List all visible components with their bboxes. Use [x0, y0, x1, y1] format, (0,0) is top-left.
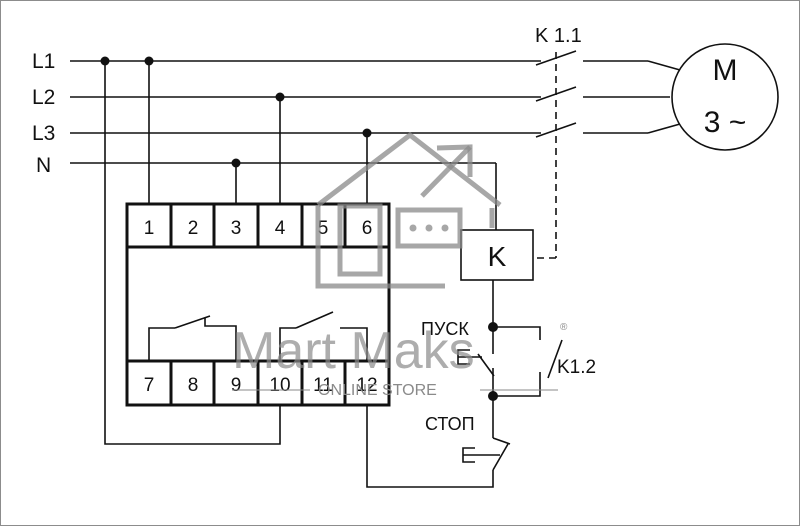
motor-circle [671, 43, 779, 151]
watermark-brand: Mart Maks [232, 322, 475, 380]
terminal-3: 3 [231, 218, 242, 239]
start-button-symbol [457, 349, 495, 377]
label-k1-2: K1.2 [557, 357, 596, 378]
terminal-5: 5 [318, 218, 329, 239]
motor-phase: 3 ~ [704, 106, 747, 139]
terminal-1: 1 [144, 218, 155, 239]
terminal-9: 9 [231, 375, 242, 396]
terminal-2: 2 [188, 218, 199, 239]
house-logo [315, 131, 502, 289]
terminal-8: 8 [188, 375, 199, 396]
coil-label: K [488, 241, 507, 272]
watermark-registered: ® [560, 322, 568, 333]
watermark: Mart Maks ® ONLINE STORE [232, 131, 568, 399]
stop-button-symbol [462, 437, 511, 471]
coil-k [460, 229, 534, 281]
start-label: ПУСК [421, 319, 469, 339]
label-l3: L3 [32, 122, 55, 145]
relay-module [125, 202, 391, 407]
terminal-11: 11 [313, 375, 333, 396]
internal-contacts [148, 311, 368, 361]
terminal-10: 10 [269, 375, 290, 396]
watermark-tagline: ONLINE STORE [318, 382, 437, 399]
stop-label: СТОП [425, 414, 475, 434]
label-n: N [36, 154, 51, 177]
label-l2: L2 [32, 86, 55, 109]
label-k1-1: K 1.1 [535, 25, 582, 47]
label-l1: L1 [32, 50, 55, 73]
terminal-6: 6 [362, 218, 373, 239]
motor: M 3 ~ [671, 43, 779, 151]
terminal-4: 4 [275, 218, 286, 239]
terminal-12: 12 [356, 375, 377, 396]
main-contact-k1-1 [533, 50, 681, 259]
junction-dots [100, 56, 498, 401]
motor-letter: M [713, 54, 738, 87]
external-wiring [104, 61, 563, 488]
terminal-7: 7 [144, 375, 155, 396]
